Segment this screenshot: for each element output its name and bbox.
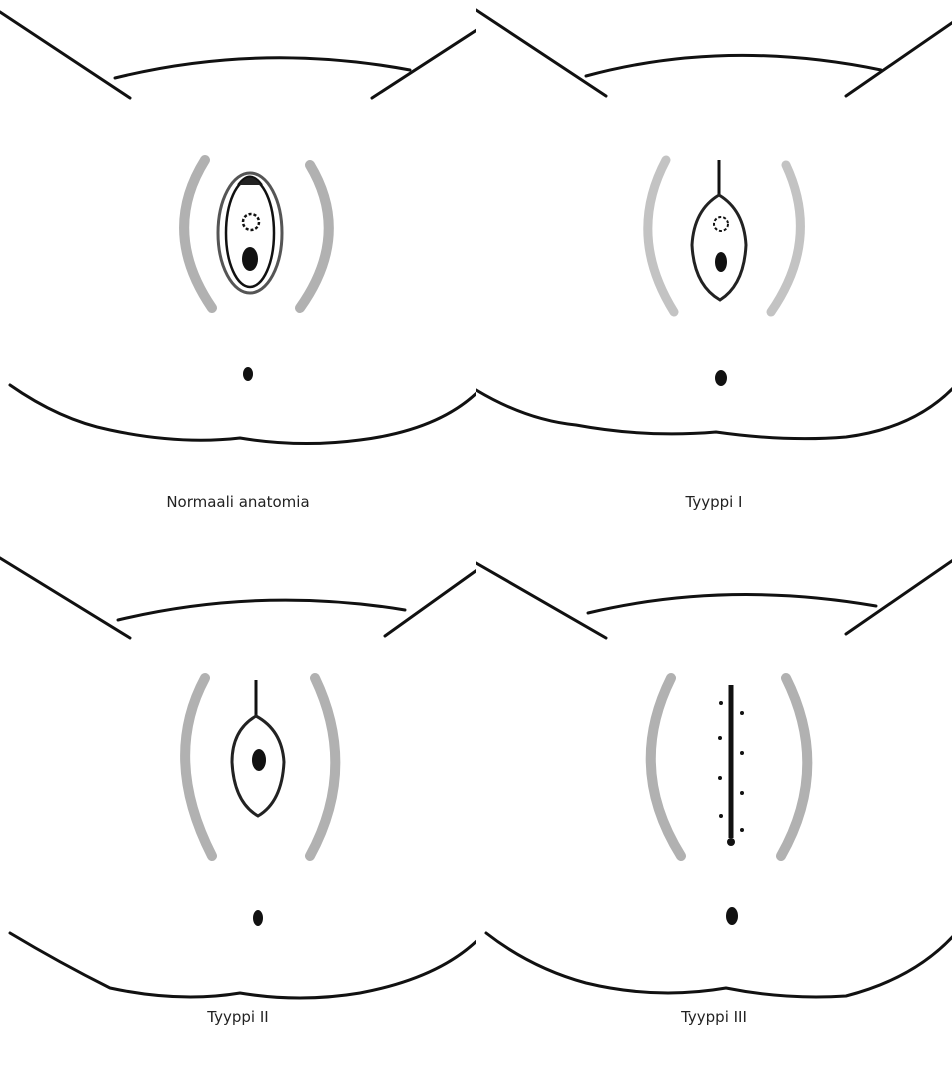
vaginal-opening [715, 252, 727, 272]
normal-anatomy-drawing [0, 0, 476, 538]
right-labia-shade [771, 165, 800, 312]
abdomen-curve [118, 600, 405, 620]
left-thigh-line [0, 558, 130, 638]
left-thigh-line [0, 12, 130, 98]
type-1-drawing [476, 0, 952, 538]
caption-type-3: Tyyppi III [476, 1008, 952, 1026]
caption-type-2: Tyyppi II [0, 1008, 476, 1026]
right-labia-shade [781, 678, 807, 856]
left-labia-shade [184, 160, 212, 308]
buttocks-curve [486, 933, 952, 997]
buttocks-curve [10, 385, 476, 444]
anus-dot [715, 370, 727, 386]
right-thigh-line [846, 558, 952, 634]
abdomen-curve [115, 58, 410, 78]
right-thigh-line [385, 568, 476, 636]
left-labia-shade [648, 160, 674, 312]
anus-dot [253, 910, 263, 926]
urethra-marker [714, 217, 728, 231]
caption-type-1: Tyyppi I [476, 493, 952, 511]
abdomen-curve [586, 55, 881, 76]
panel-type-1: Tyyppi I [476, 0, 952, 538]
caption-normal-anatomy: Normaali anatomia [0, 493, 476, 511]
vulva-outline [692, 195, 746, 300]
left-thigh-line [476, 563, 606, 638]
outer-vulva-outline [218, 173, 282, 293]
panel-type-2: Tyyppi II [0, 538, 476, 1076]
anus-dot [243, 367, 253, 381]
type-2-drawing [0, 538, 476, 1076]
clitoral-hood [238, 177, 262, 186]
right-labia-shade [300, 165, 329, 308]
urethra-marker [243, 214, 259, 230]
anus-dot [726, 907, 738, 925]
left-thigh-line [476, 10, 606, 96]
left-labia-shade [651, 678, 681, 856]
remaining-opening [727, 838, 735, 846]
panel-normal-anatomy: Normaali anatomia [0, 0, 476, 538]
vaginal-opening [252, 749, 266, 771]
right-thigh-line [372, 28, 476, 98]
left-labia-shade [185, 678, 212, 856]
type-3-drawing [476, 538, 952, 1076]
vaginal-opening [242, 247, 258, 271]
abdomen-curve [588, 595, 876, 613]
right-labia-shade [310, 678, 335, 856]
buttocks-curve [476, 385, 952, 439]
right-thigh-line [846, 20, 952, 96]
buttocks-curve [10, 933, 476, 998]
panel-type-3: Tyyppi III [476, 538, 952, 1076]
